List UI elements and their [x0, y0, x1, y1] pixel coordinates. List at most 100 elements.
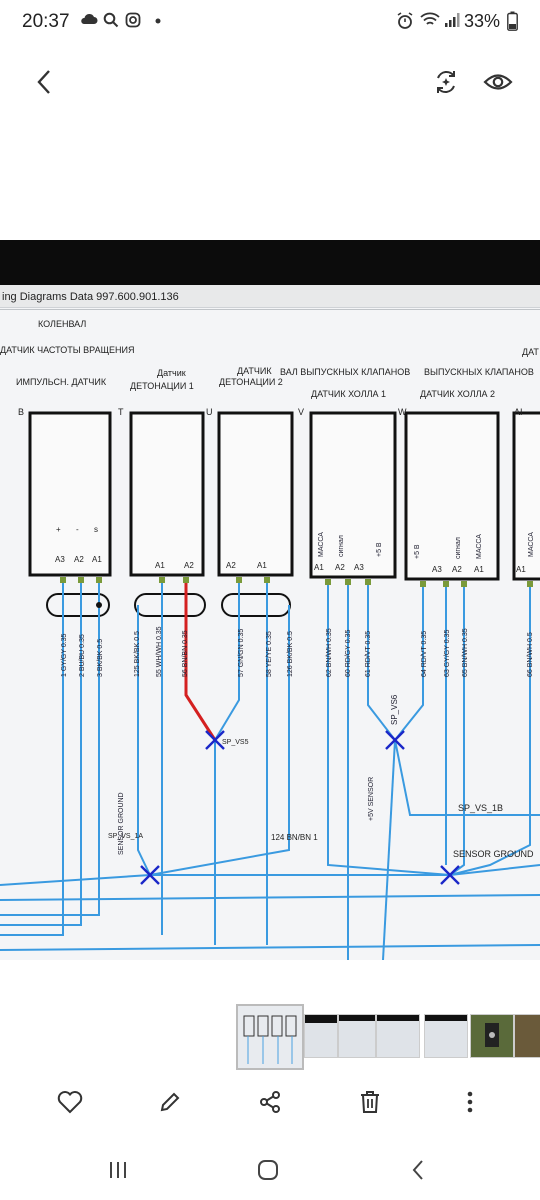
wire-label: 2 BU/BU 0.35 [79, 634, 86, 677]
alarm-icon [397, 12, 413, 29]
connector-u: U [206, 407, 213, 417]
dot-icon [155, 18, 161, 24]
pin-label: A2 [335, 563, 345, 572]
pin-name: сигнал [455, 537, 462, 559]
pin-label: A1 [155, 561, 165, 570]
wiring-canvas [0, 411, 540, 960]
sensor-5v-label: +5V SENSOR [368, 776, 375, 821]
label-rpm-sensor: ДАТЧИК ЧАСТОТЫ ВРАЩЕНИЯ [0, 345, 135, 355]
pin-label: A2 [184, 561, 194, 570]
wire-label: 66 BN/WH 0.5 [527, 632, 534, 677]
wire-label: 65 BN/WH 0.35 [462, 628, 469, 677]
wifi-icon [420, 12, 440, 25]
home-button[interactable] [246, 1148, 290, 1192]
status-bar: 20:37 33% [0, 0, 540, 44]
system-nav-bar [0, 1140, 540, 1200]
photo-viewer[interactable]: ing Diagrams Data 997.600.901.136 [0, 240, 540, 960]
sensor-ground-label: SENSOR GROUND [118, 792, 125, 855]
thumbnail-image [485, 1023, 499, 1047]
pin-name: +5 В [376, 542, 383, 557]
sensor-box-right [512, 411, 540, 581]
connector-w: W [398, 407, 407, 417]
thumbnail[interactable] [304, 1014, 338, 1058]
back-button[interactable] [24, 62, 64, 102]
more-vertical-icon [467, 1091, 473, 1113]
wire-label: 1 GY/GY 0.35 [61, 633, 68, 677]
label-pulse-sensor: ИМПУЛЬСН. ДАТЧИК [16, 377, 107, 387]
home-icon [258, 1160, 278, 1180]
recents-button[interactable] [96, 1148, 140, 1192]
pin-sign: - [76, 525, 79, 534]
label-hall1: ДАТЧИК ХОЛЛА 1 [311, 389, 387, 399]
wire-label: 61 RD/VT 0.35 [365, 630, 372, 677]
view-button[interactable] [478, 62, 518, 102]
pin-name: сигнал [338, 535, 345, 557]
cloud-icon [81, 13, 98, 24]
sensor-box-knock1 [129, 411, 205, 577]
filmstrip [0, 1004, 540, 1070]
thumbnail[interactable] [424, 1014, 468, 1058]
pin-sign: + [56, 525, 61, 534]
thumbnail[interactable] [338, 1014, 376, 1058]
edit-button[interactable] [148, 1080, 192, 1124]
diagram-header-line [0, 309, 540, 310]
bus-wire-label: 124 BN/BN 1 [271, 833, 318, 842]
search-icon [103, 12, 119, 28]
more-button[interactable] [448, 1080, 492, 1124]
sensor-ground-label-2: SENSOR GROUND [453, 849, 534, 859]
label-knock1-a: Датчик [157, 368, 186, 378]
splice-label: SP_VS_1A [108, 833, 144, 840]
wire-label: 58 YE/YE 0.35 [266, 631, 273, 677]
pin-label: A3 [432, 565, 442, 574]
thumbnail-selected[interactable] [236, 1004, 304, 1070]
wire-label: 57 GN/GN 0.35 [238, 628, 245, 677]
label-hall2: ДАТЧИК ХОЛЛА 2 [420, 389, 496, 399]
pin-label: A1 [314, 563, 324, 572]
delete-button[interactable] [348, 1080, 392, 1124]
sensor-box-hall2 [404, 411, 500, 581]
window-title: ing Diagrams Data 997.600.901.136 [2, 291, 179, 303]
trash-icon [361, 1091, 379, 1113]
splice-label: SP_VS5 [222, 739, 249, 746]
wire-label: 55 WH/WH 0.35 [156, 626, 163, 677]
thumbnail[interactable] [470, 1014, 514, 1058]
pencil-icon [160, 1092, 180, 1112]
wire-label: 125 BK/BK 0.5 [134, 631, 141, 677]
nav-back-icon [412, 1160, 423, 1180]
remaster-button[interactable] [426, 62, 466, 102]
thumbnail[interactable] [376, 1014, 420, 1058]
label-right-cut: ДАТ [522, 347, 539, 357]
label-exhaust1: ВАЛ ВЫПУСКНЫХ КЛАПАНОВ [280, 367, 411, 377]
thumbnail[interactable] [514, 1014, 540, 1058]
label-knock2-b: ДЕТОНАЦИИ 2 [219, 377, 283, 387]
pin-label: A2 [226, 561, 236, 570]
pin-label: A1 [92, 555, 102, 564]
wire-label: 62 BN/WH 0.35 [326, 628, 333, 677]
remaster-icon [437, 71, 455, 93]
signal-icon [445, 13, 460, 27]
wire-label: 126 BK/BK 0.5 [287, 631, 294, 677]
sensor-box-knock2 [217, 411, 294, 577]
label-knock2-a: ДАТЧИК [237, 366, 272, 376]
diagram-screen: ing Diagrams Data 997.600.901.136 [0, 285, 540, 960]
recents-icon [110, 1162, 126, 1178]
splice-label: SP_VS6 [390, 694, 399, 725]
pin-name: МАССА [528, 532, 535, 557]
sensor-box-hall1 [309, 411, 397, 579]
pin-sign: s [94, 525, 98, 534]
battery-icon [507, 11, 518, 31]
wire-label: 56 BN/BN 0.35 [182, 630, 189, 677]
pin-name: МАССА [318, 532, 325, 557]
share-icon [260, 1091, 280, 1113]
nav-back-button[interactable] [396, 1148, 440, 1192]
pin-label: A1 [257, 561, 267, 570]
favorite-button[interactable] [48, 1080, 92, 1124]
pin-name: +5 В [414, 544, 421, 559]
share-button[interactable] [248, 1080, 292, 1124]
eye-icon [483, 74, 513, 90]
connector-v: V [298, 407, 305, 417]
back-arrow-icon [37, 70, 50, 94]
splice-label: SP_VS_1B [458, 803, 504, 813]
wire-label: 63 GY/GY 0.35 [444, 629, 451, 677]
pin-label: A3 [354, 563, 364, 572]
